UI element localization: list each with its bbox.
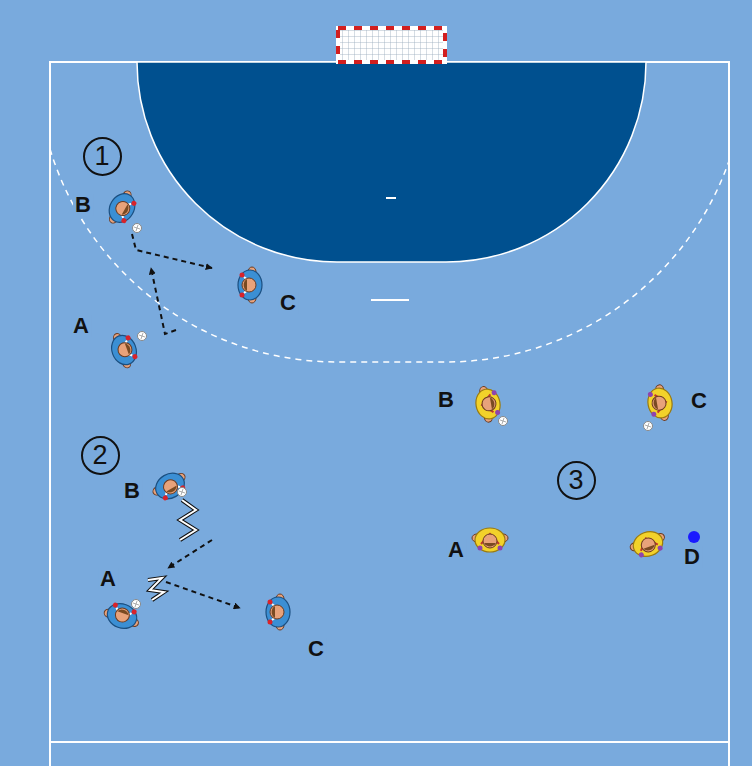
player-letter: B — [436, 389, 456, 411]
dribble-line — [148, 500, 196, 600]
player-letter: B — [122, 480, 142, 502]
player-letter: C — [306, 638, 326, 660]
player-figures — [103, 186, 262, 371]
pass-arrow — [166, 582, 240, 608]
player-letter: A — [446, 539, 466, 561]
player-letter: D — [682, 546, 702, 568]
player-letter: A — [71, 315, 91, 337]
callout-circle: 3 — [557, 461, 596, 500]
marker-dot — [688, 531, 700, 543]
goal-net — [338, 28, 445, 62]
player-letter: C — [278, 292, 298, 314]
player-letter: C — [689, 390, 709, 412]
goal-area — [137, 62, 646, 262]
callout-number: 1 — [94, 143, 109, 170]
callout-circle: 2 — [81, 436, 120, 475]
player-letter: B — [73, 194, 93, 216]
run-arrow — [151, 268, 176, 334]
callout-number: 2 — [92, 442, 107, 469]
player-figures — [472, 383, 675, 561]
callout-circle: 1 — [83, 137, 122, 176]
pass-arrow — [168, 540, 212, 568]
free-throw-line — [50, 149, 729, 362]
callout-number: 3 — [568, 467, 583, 494]
pass-arrow — [132, 234, 212, 268]
player-figures — [101, 467, 290, 634]
player-letter: A — [98, 568, 118, 590]
